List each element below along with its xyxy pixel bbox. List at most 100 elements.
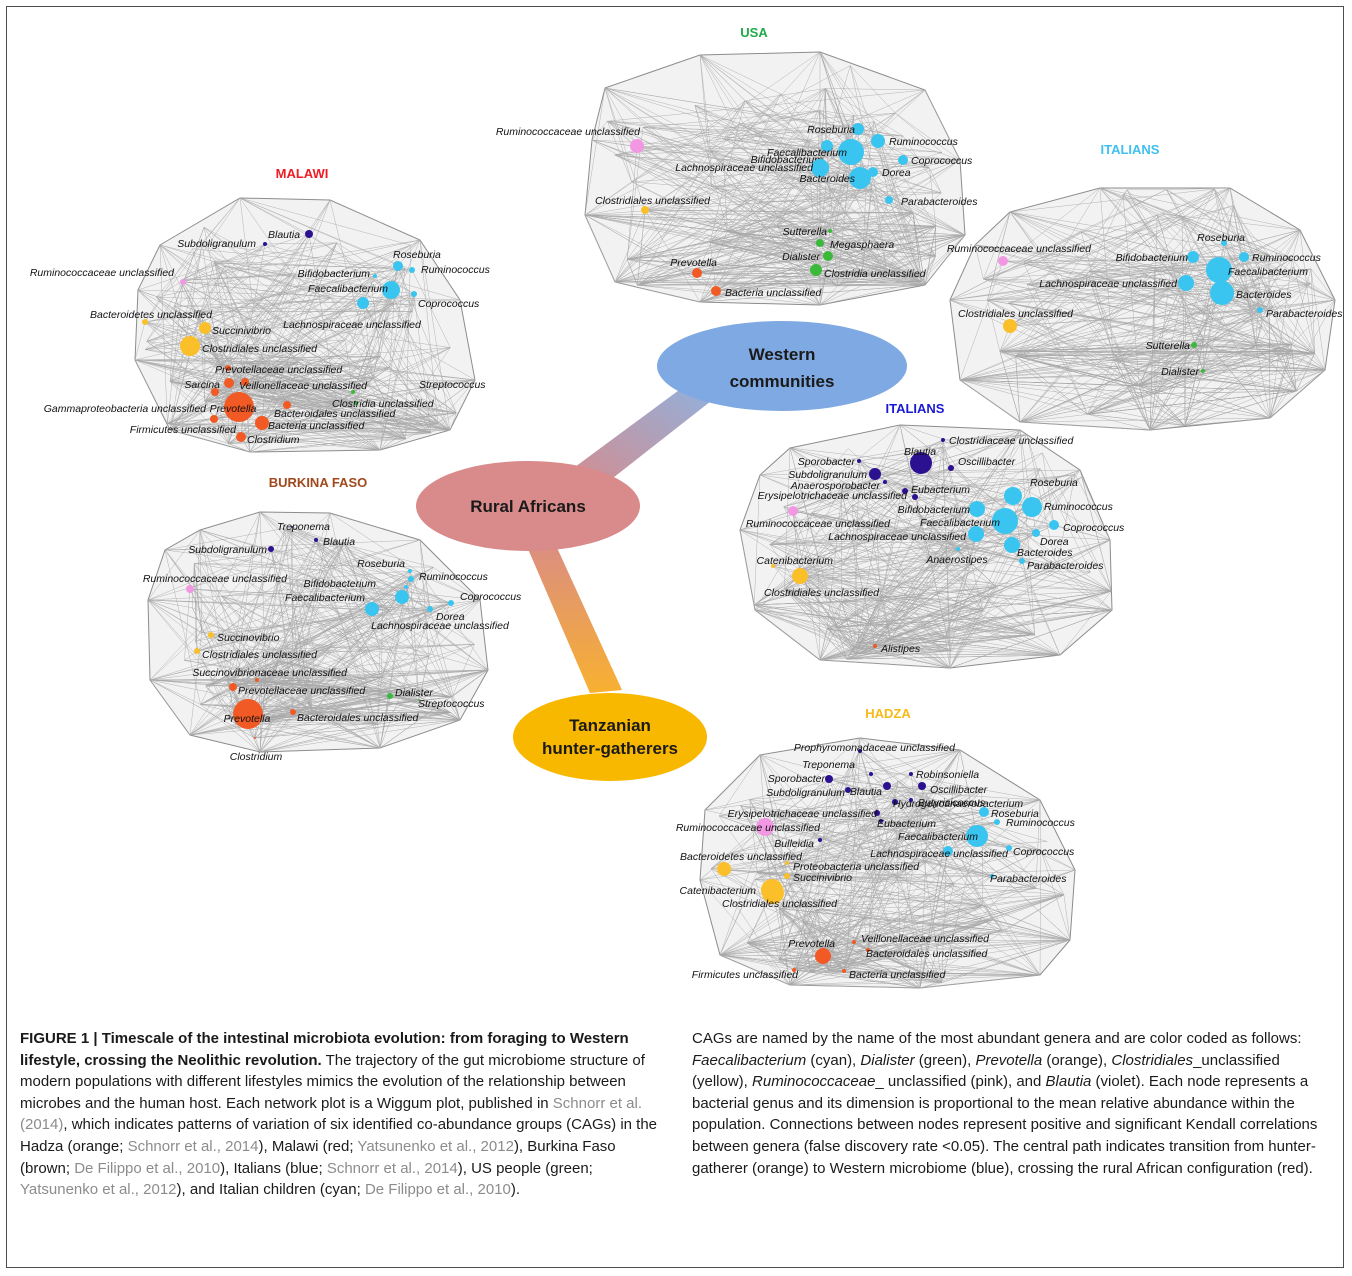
caption-right-segment: (violet). Each node represents a bacteri… [692,1073,1318,1177]
node-label: Ruminococcus [889,136,959,148]
panel-title: ITALIANS [1101,142,1160,157]
node-faecalibacterium [966,825,988,847]
node-oscillibacter [918,782,926,790]
node-label: Prevotella [224,713,271,725]
node-dorea [868,167,878,177]
node-dialister [387,693,393,699]
caption-left-segment[interactable]: Yatsunenko et al., 2012 [357,1137,514,1155]
node-label: Faecalibacterium [285,592,365,604]
node-subdoligranulum [869,468,881,480]
caption-left-segment[interactable]: Schnorr et al., 2014 [127,1137,259,1155]
node-faecalibacterium [382,281,400,299]
figure-frame [6,6,1344,1268]
node-lachnospiraceae-unclassified [357,297,369,309]
node-label: Dorea [1040,536,1069,548]
node-label: Bacteria unclassified [849,969,946,981]
node-bulleidia [818,838,822,842]
node-label: Clostridia unclassified [332,398,435,410]
node-ruminococcus [994,819,1000,825]
node-bifidobacterium [373,274,377,278]
node-blautia [910,452,932,474]
node-label: Clostridium [247,434,300,446]
node-bifidobacterium [404,585,408,589]
node-label: Sutterella [1146,340,1191,352]
node-bacteroides [1004,537,1020,553]
node-label: Parabacteroides [901,196,978,208]
node-succinovibrio [208,632,214,638]
node-anaerosporobacter [883,480,887,484]
node-ruminococcaceae-unclassified [998,256,1008,266]
node-blautia [314,538,318,542]
node-roseburia [1004,487,1022,505]
caption-right-segment: Faecalibacterium [692,1051,807,1069]
node-prevotellaceae-unclassified [229,683,237,691]
node-label: Prevotella [670,257,717,269]
node-label: Catenibacterium [680,885,757,897]
node-succinovibrionaceae-unclassified [255,678,259,682]
node-label: Megasphaera [830,239,894,251]
node-label: Bacteroidetes unclassified [680,851,803,863]
node-coprococcus [411,291,417,297]
node-bacteroidales-unclassified [290,709,296,715]
node-label: Bifidobacterium [898,504,971,516]
node-anaerostipes [956,547,960,551]
node-faecalibacterium [838,139,864,165]
caption-left-segment[interactable]: Yatsunenko et al., 2012 [20,1181,177,1199]
node-roseburia [979,807,989,817]
caption-right-segment: _unclassified (yellow), [692,1051,1280,1091]
node-label: Faecalibacterium [920,517,1000,529]
panel-title: BURKINA FASO [269,475,367,490]
caption-left-segment[interactable]: Schnorr et al. (2014) [20,1094,643,1134]
node-lachnospiraceae-unclassified [968,526,984,542]
node-label: Bacteria unclassified [725,287,822,299]
node-label: Eubacterium [877,818,936,830]
node-label: Ruminococcaceae unclassified [143,573,288,585]
node-label: Lachnospiraceae unclassified [675,162,814,174]
node-streptococcus [351,390,355,394]
western-label-line1: Western [749,345,816,364]
node-bacteroidetes-unclassified [142,319,148,325]
node-label: Clostridiales unclassified [202,649,318,661]
node-alistipes [873,644,877,648]
node-label: Dialister [395,687,433,699]
node-label: Dorea [436,611,465,623]
caption-left-segment[interactable]: De Filippo et al., 2010 [364,1181,511,1199]
network-edges [739,424,1113,669]
node-bacteria-unclassified [255,416,269,430]
node-coprococcus [898,155,908,165]
node-roseburia [393,261,403,271]
node-sporobacter [825,775,833,783]
node-label: Blautia [268,229,300,241]
caption-left-segment[interactable]: Schnorr et al., 2014 [326,1159,458,1177]
caption-right-segment: Dialister [860,1051,915,1069]
node-label: Catenibacterium [757,555,834,567]
hunter-label-line2: hunter-gatherers [542,739,678,758]
node-ruminococcaceae-unclassified [756,818,774,836]
node-label: Faecalibacterium [308,283,388,295]
node-roseburia [1221,240,1227,246]
caption-left-segment: FIGURE 1 | Timescale of the intestinal m… [20,1030,629,1069]
node-label: Alistipes [880,643,921,655]
node-label: Robinsoniella [916,769,979,781]
node-label: Blautia [323,536,355,548]
caption-left-segment[interactable]: De Filippo et al., 2010 [74,1159,221,1177]
node-label: Bulleidia [774,838,814,850]
network-panel-malawi: MALAWIBlautiaSubdoligranulumRoseburiaRum… [30,166,491,453]
node-firmicutes-unclassified [210,415,218,423]
node-label: Clostridiales unclassified [722,898,838,910]
node-lachnospiraceae-unclassified [395,590,409,604]
node-ruminococcaceae-unclassified [788,506,798,516]
node-label: Roseburia [1197,232,1245,244]
node-label: Dialister [782,251,820,263]
node-label: Dorea [882,167,911,179]
node-bacteroidales-unclassified [283,401,291,409]
node-bacteria-unclassified [842,969,846,973]
node-ruminococcus [871,134,885,148]
caption-left-segment: ), US people (green; [457,1159,593,1177]
node-label: Sarcina [184,379,220,391]
caption-right-segment: Clostridiales [1111,1051,1194,1069]
caption-left-segment: ), and Italian children (cyan; [176,1181,365,1199]
node-blautia [305,230,313,238]
node-bacteroides [1210,281,1234,305]
node-label: Succinovibrio [217,632,280,644]
